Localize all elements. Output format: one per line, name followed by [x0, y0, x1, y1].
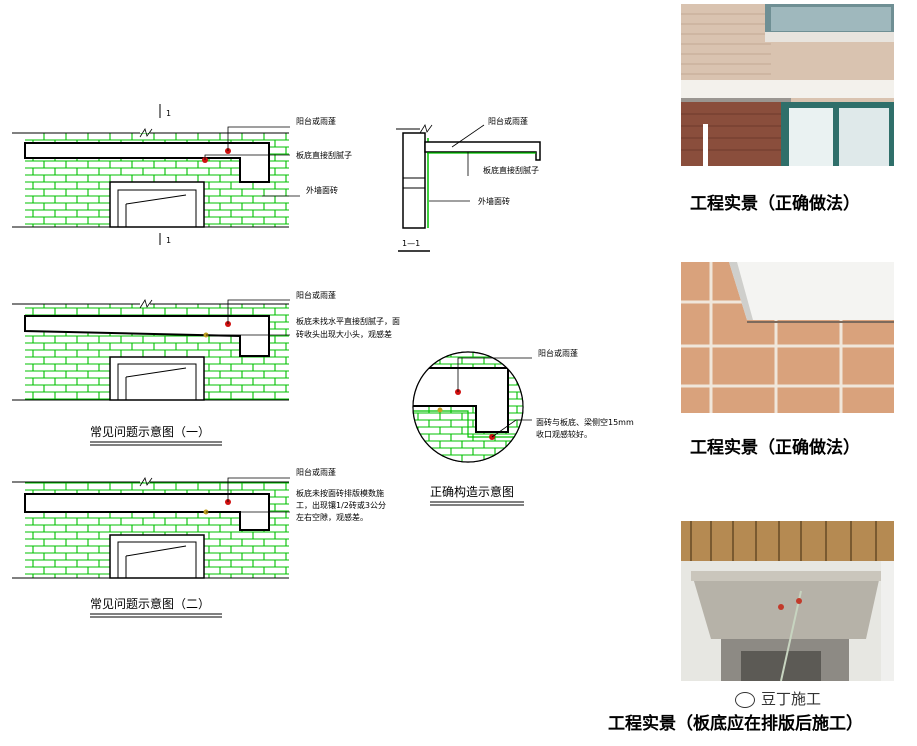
window-opening — [109, 534, 205, 579]
callout-balcony: 阳台或雨蓬 — [296, 116, 336, 126]
caption-problem-1: 常见问题示意图（一） — [90, 424, 210, 439]
caption-problem-2: 常见问题示意图（二） — [90, 596, 210, 611]
callout-balcony: 阳台或雨蓬 — [296, 467, 336, 477]
callout-issue-line1: 板底未找水平直接刮腻子，面 — [296, 316, 400, 326]
callout-putty: 板底直接刮腻子 — [296, 150, 352, 160]
callout-balcony: 阳台或雨蓬 — [296, 290, 336, 300]
correct-callout-line2: 收口观感较好。 — [536, 429, 592, 439]
correct-detail-circle: 阳台或雨蓬 面砖与板底、梁侧空15mm 收口观感较好。 正确构造示意图 — [412, 348, 634, 506]
callout-wall-tile: 外墙面砖 — [306, 185, 338, 195]
balcony-slab — [24, 493, 270, 531]
caption-correct-detail: 正确构造示意图 — [430, 484, 514, 499]
correct-callout-line1: 面砖与板底、梁侧空15mm — [536, 417, 634, 427]
callout-issue-line2: 工，出现镶1/2砖或3公分 — [296, 500, 386, 510]
balcony-slab — [24, 142, 270, 183]
photo-caption-3: 工程实景（板底应在排版后施工） — [608, 714, 863, 734]
callout-issue-line3: 左右空隙，观感差。 — [296, 512, 368, 522]
photo-caption-1: 工程实景（正确做法） — [690, 194, 860, 214]
photo-tile-corner-correct — [681, 262, 894, 413]
window-opening — [109, 356, 205, 401]
callout-issue-line1: 板底未按面砖排版模数施 — [296, 488, 384, 498]
photo-slab-construction — [681, 521, 894, 681]
problem-diagram-2: 阳台或雨蓬 板底未按面砖排版模数施 工，出现镶1/2砖或3公分 左右空隙，观感差… — [12, 467, 386, 618]
correct-callout-balcony: 阳台或雨蓬 — [538, 348, 578, 358]
section-marker-bottom: 1 — [166, 236, 171, 245]
section-callout-wall-tile: 外墙面砖 — [478, 196, 510, 206]
window-opening — [109, 181, 205, 228]
section-view-1-1: 阳台或雨蓬 板底直接刮腻子 外墙面砖 1—1 — [396, 116, 541, 252]
section-slab — [424, 141, 541, 161]
balcony-slab — [24, 315, 270, 357]
elevation-diagram-top: 1 1 阳台或雨蓬 板底直接刮腻子 外墙面砖 — [12, 104, 352, 245]
problem-diagram-1: 阳台或雨蓬 板底未找水平直接刮腻子，面 砖收头出现大小头，观感差 常见问题示意图… — [12, 290, 400, 446]
marker-dot — [437, 407, 443, 413]
callout-issue-line2: 砖收头出现大小头，观感差 — [296, 329, 392, 339]
watermark: 豆丁施工 — [735, 688, 821, 709]
photo-balcony-correct — [681, 4, 894, 166]
wechat-icon — [735, 691, 755, 708]
section-marker-top: 1 — [166, 109, 171, 118]
section-callout-balcony: 阳台或雨蓬 — [488, 116, 528, 126]
watermark-text: 豆丁施工 — [761, 690, 822, 708]
section-title: 1—1 — [402, 239, 420, 248]
section-callout-putty: 板底直接刮腻子 — [483, 165, 539, 175]
photo-caption-2: 工程实景（正确做法） — [690, 438, 860, 458]
